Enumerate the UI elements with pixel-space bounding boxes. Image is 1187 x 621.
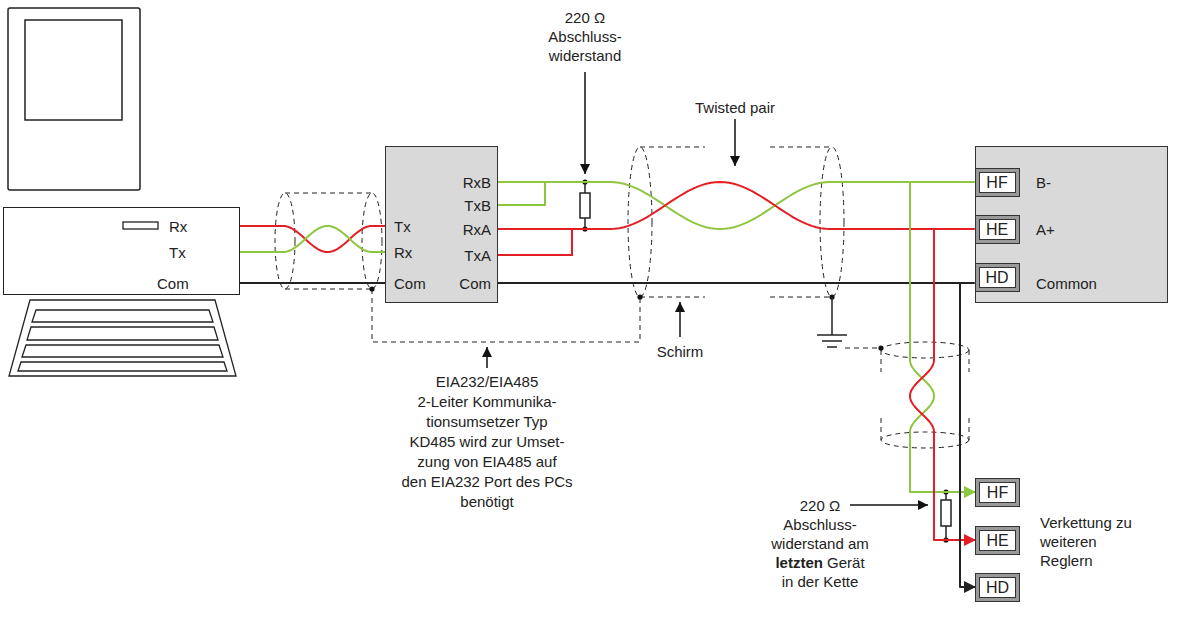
- leader-arrow: [486, 347, 488, 368]
- shield-line: [770, 147, 832, 148]
- keyboard-body: [9, 300, 236, 376]
- terminal-label: HF: [979, 482, 1016, 503]
- terminal: HE: [975, 526, 1020, 555]
- pin-label: Com: [157, 275, 189, 293]
- ground-bar: [822, 340, 842, 342]
- bridge-wire: [498, 229, 572, 255]
- shield-end: [881, 342, 969, 358]
- wire: [910, 229, 975, 540]
- note-text: Verkettung zu weiteren Reglern: [1040, 513, 1170, 570]
- callout-label: 220 Ω Abschluss- widerstand am letzten G…: [765, 496, 875, 591]
- leader-arrow: [679, 302, 681, 337]
- terminal-label: HD: [979, 267, 1016, 288]
- shield-end: [362, 193, 382, 289]
- bridges: [498, 182, 572, 255]
- shield-line: [285, 193, 372, 194]
- converter-box: TxRxCom RxB TxB RxA TxA Com: [385, 146, 498, 303]
- drive-slot: [123, 222, 158, 229]
- shield-line: [640, 297, 705, 298]
- wire: [960, 283, 975, 587]
- wire: [240, 282, 385, 284]
- note-text: EIA232/EIA485 2-Leiter Kommunika- tionsu…: [392, 372, 582, 512]
- pin-label: TxA: [464, 247, 491, 265]
- keyboard: [9, 300, 236, 376]
- key-row: [27, 327, 218, 340]
- wire: [240, 226, 385, 252]
- computer-case: RxTxCom: [3, 207, 240, 295]
- leader-arrow: [734, 119, 736, 166]
- leader-arrow: [584, 72, 586, 174]
- terminal: HD: [975, 263, 1020, 292]
- pin-label: RxB: [463, 174, 491, 192]
- shield-end: [881, 432, 969, 448]
- terminal: HF: [975, 168, 1020, 197]
- shield-line: [881, 350, 882, 372]
- key-row: [22, 345, 223, 357]
- pin-label: Tx: [169, 244, 186, 262]
- pin-label: Rx: [169, 218, 187, 236]
- shield-end: [275, 193, 295, 289]
- ground-lead: [831, 297, 833, 335]
- terminal-label: HD: [979, 577, 1016, 598]
- terminal: HD: [975, 573, 1020, 602]
- ground-bar: [817, 334, 847, 336]
- pin-label: Com: [459, 275, 491, 293]
- junction-dot: [878, 345, 883, 350]
- pin-label: B-: [1036, 174, 1051, 192]
- monitor-screen: [25, 20, 122, 120]
- callout-label: Twisted pair: [680, 98, 790, 117]
- junction-dot: [369, 286, 374, 291]
- shield-line: [845, 348, 881, 349]
- resistor-symbol: [580, 193, 590, 218]
- key-row: [18, 362, 227, 371]
- shield-end: [820, 147, 844, 297]
- shield-line: [969, 350, 970, 372]
- ground-bar: [827, 346, 837, 348]
- resistor-symbol: [580, 182, 951, 540]
- leader-arrow: [850, 504, 928, 506]
- pin-label: TxB: [464, 197, 491, 215]
- terminal-label: HE: [979, 219, 1016, 240]
- callout-label: Schirm: [650, 342, 710, 361]
- shield-line: [881, 418, 882, 440]
- resistor-symbol: [941, 500, 951, 526]
- terminal-label: HE: [979, 530, 1016, 551]
- pin-label: Rx: [394, 244, 412, 262]
- shield-line: [770, 297, 832, 298]
- pin-label: A+: [1036, 221, 1055, 239]
- bridge-wire: [498, 182, 545, 205]
- shield-end: [628, 147, 652, 297]
- pin-label: Com: [394, 275, 426, 293]
- wire: [498, 182, 975, 229]
- wire: [240, 226, 385, 252]
- shield-line: [640, 147, 705, 148]
- pin-label: RxA: [463, 221, 491, 239]
- ground-symbol: [817, 297, 847, 347]
- terminal-label: HF: [979, 172, 1016, 193]
- wire: [498, 182, 975, 229]
- terminal: HF: [975, 478, 1020, 507]
- terminal: HE: [975, 215, 1020, 244]
- junction-dot: [637, 294, 642, 299]
- controller-box: B- A+ Common HF HE HD: [975, 146, 1168, 303]
- pin-label: Common: [1036, 275, 1097, 293]
- pin-label: Tx: [394, 218, 411, 236]
- wire: [498, 282, 975, 284]
- shield: [275, 147, 969, 448]
- key-row: [32, 310, 213, 322]
- monitor-frame: [8, 8, 140, 190]
- callout-label: 220 Ω Abschluss- widerstand: [530, 8, 640, 65]
- shield-line: [969, 418, 970, 440]
- shield-line: [285, 289, 372, 290]
- monitor: [8, 8, 140, 190]
